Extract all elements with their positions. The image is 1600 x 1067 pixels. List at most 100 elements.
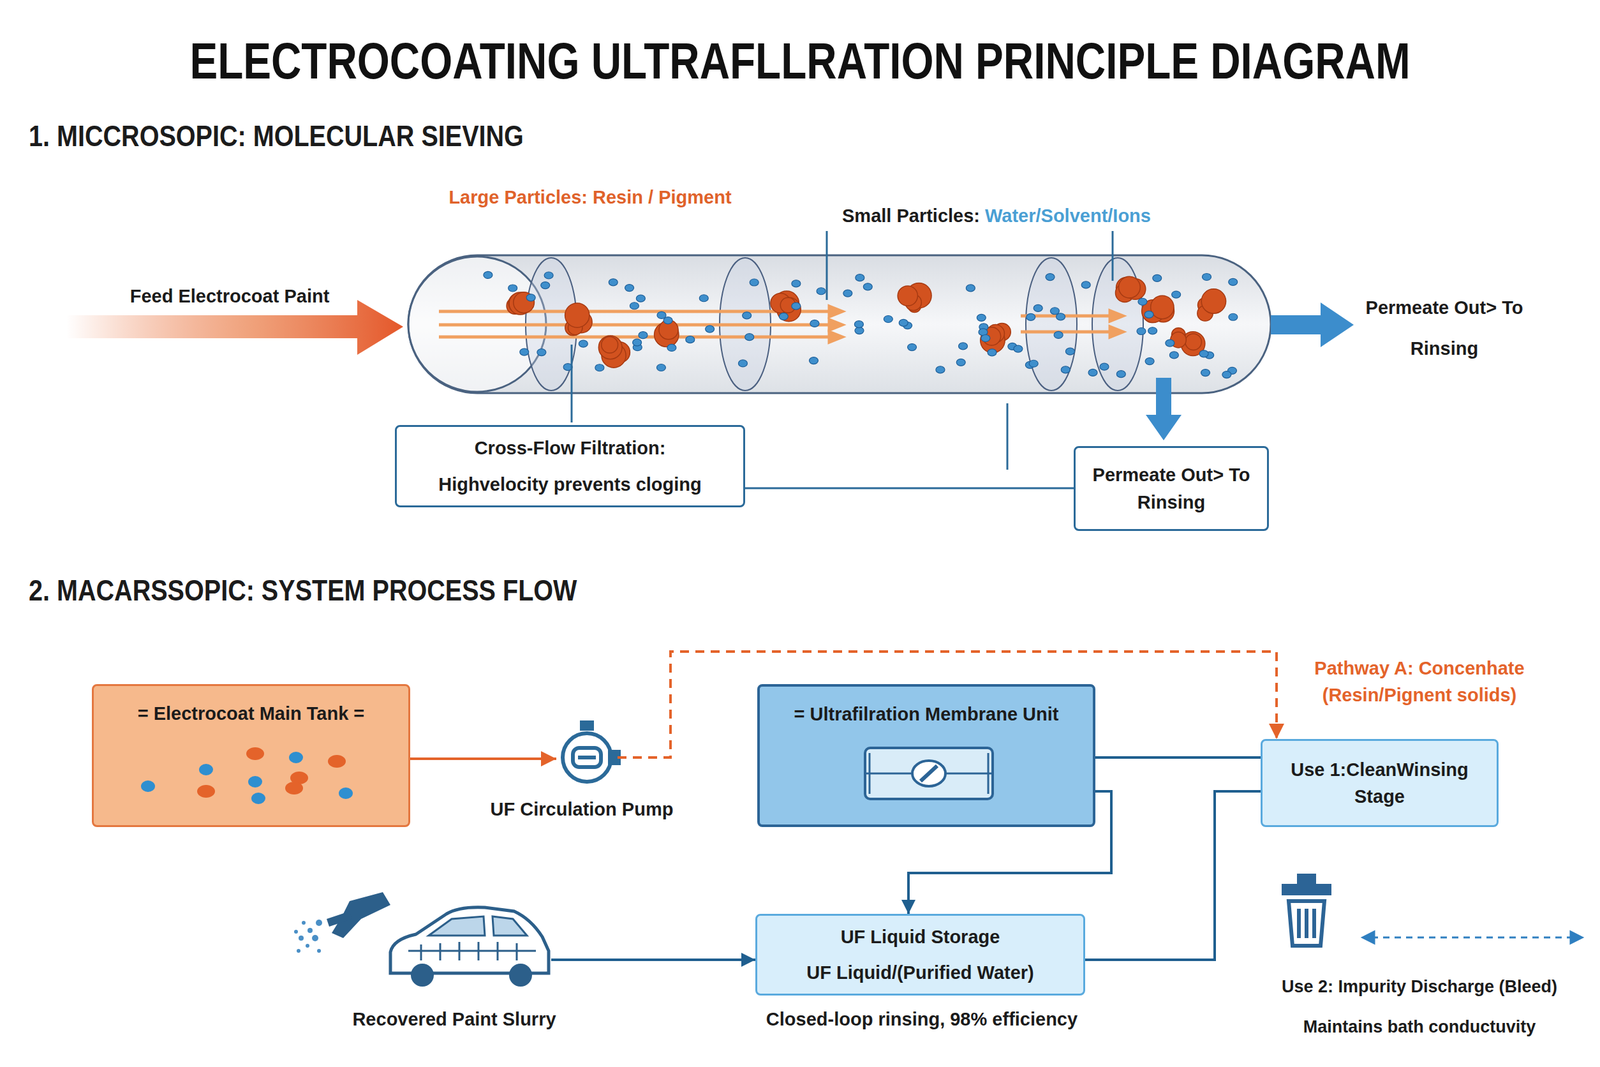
node-text: Cross-Flow Filtration: [405,434,735,462]
water-particle [1088,368,1098,376]
node-text: Use 1:CleanWinsing Stage [1271,755,1488,810]
particles [483,271,1238,378]
membrane-box: = Ultrafilration Membrane Unit [757,683,1096,827]
car-illustration-part [326,911,353,927]
water-particle [519,348,529,356]
pump-icon-part [577,755,596,760]
water-particle [855,274,865,282]
car-illustration-part-part [439,942,442,961]
bin-icon-part [1304,908,1309,938]
water-particle [738,359,748,367]
resin-particle-part [1185,333,1202,351]
permeate-arrow-part [1270,302,1354,348]
water-particle [1199,350,1209,358]
water-particle [976,313,986,321]
membrane-icon-part [920,765,938,781]
car-illustration-part-part [294,929,298,934]
water-particle [1169,351,1179,359]
flow-streams-part [829,306,843,317]
car-illustration-part-part [317,948,321,953]
water-particle [1013,345,1023,353]
pump-icon [562,722,619,782]
leader-line-part [570,344,573,423]
car-illustration-part [294,919,323,953]
flow-streams-part [1110,326,1123,337]
water-particle [1060,366,1070,374]
water-particle [883,315,893,323]
paint-particle [140,780,156,792]
resin-particle-part [565,303,590,328]
water-particle [898,318,908,326]
water-particle [636,294,645,302]
connector [1085,791,1261,960]
car-illustration-part-part [301,920,306,925]
info-box: Permeate Out> To Rinsing [1073,445,1269,531]
info-box: Cross-Flow Filtration:Highvelocity preve… [394,424,746,508]
feed-arrow-part [66,299,404,355]
tank-box: = Electrocoat Main Tank = [91,683,411,827]
water-particle [907,343,917,351]
water-particle [1056,313,1066,321]
filter-tube-part [1025,257,1077,391]
water-particle [1152,274,1162,282]
bleed-double-arrow-part [1570,931,1583,943]
resin-particle [565,303,593,336]
water-particle [1065,347,1075,355]
car-illustration-part-part [311,934,319,941]
car-illustration-part [390,907,549,973]
pump-node: UF Circulation Pump [556,726,618,788]
text-label: Small Particles: [842,202,980,230]
connector [410,757,557,760]
water-particle [1136,327,1146,335]
water-particle [625,284,635,292]
car-node: Recovered Paint Slurry [296,893,552,989]
membrane-icon-part [912,760,946,786]
water-particle [958,342,968,350]
bleed-double-arrow-part [1371,936,1574,939]
resin-particle-part [601,336,619,353]
water-particle [816,287,826,295]
bleed-double-arrow-part [1362,931,1375,943]
car-illustration-part [428,916,527,936]
flow-streams-part [829,331,843,342]
water-particle [540,281,550,289]
paint-particle [246,747,265,760]
water-particle [745,333,755,341]
flow-streams-part [829,319,843,330]
leader-line-part [1111,230,1114,281]
resin-particle-part [1150,295,1174,319]
process-box: Use 1:CleanWinsing Stage [1260,738,1499,827]
bleed-node: Use 2: Impurity Discharge (Bleed)Maintai… [1281,875,1333,952]
water-particle [808,357,818,365]
water-particle [526,294,536,302]
water-particle [810,319,820,327]
node-text: Recovered Paint Slurry [352,1005,556,1033]
paint-particle [338,787,353,799]
car-illustration-part-part [496,941,499,961]
filter-tube [408,255,1271,393]
car-illustration-part [408,941,536,961]
permeate-arrow-part [1145,377,1182,441]
resin-particle-part [598,335,623,360]
water-particle [987,348,997,356]
water-particle [544,271,554,279]
connector [551,958,756,961]
water-particle [663,317,673,325]
node-caption: Recovered Paint Slurry [352,1005,556,1033]
flow-streams-part [438,323,830,327]
car-illustration-part-part [315,919,323,926]
node-text: = Electrocoat Main Tank = [102,699,400,727]
water-particle [935,366,945,374]
bin-icon-part [1283,885,1330,894]
resin-particle [770,290,801,322]
paint-particle [197,784,215,798]
membrane-icon-part [987,752,990,794]
storage-box: UF Liquid StorageUF Liquid/(Purified Wat… [755,913,1086,996]
water-particle [1050,307,1060,315]
water-particle [483,271,493,279]
resin-particle [598,335,630,368]
resin-particle [897,282,932,312]
water-particle [1228,278,1238,286]
